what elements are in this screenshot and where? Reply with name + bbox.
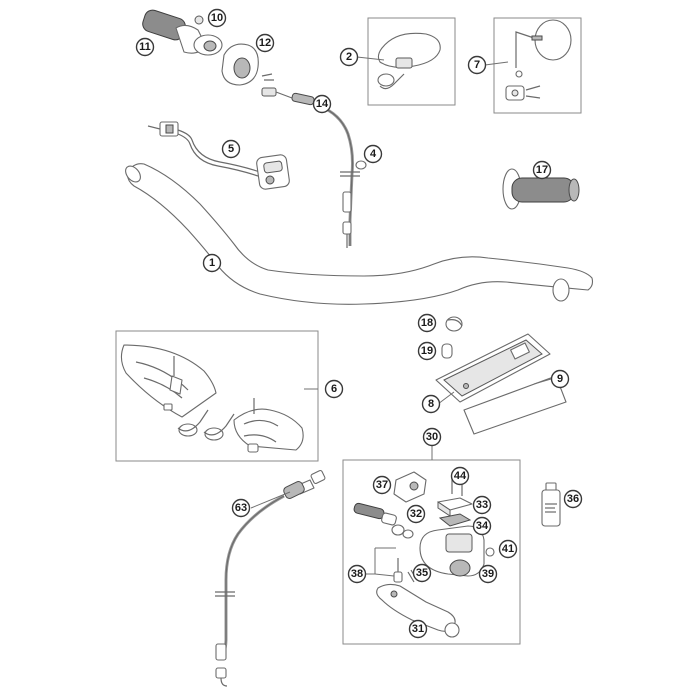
callout-35: 35 bbox=[412, 563, 432, 583]
handlebar-pad-part bbox=[435, 333, 551, 403]
callout-33: 33 bbox=[472, 495, 492, 515]
svg-text:14: 14 bbox=[316, 98, 329, 110]
svg-text:1: 1 bbox=[209, 257, 215, 269]
svg-text:32: 32 bbox=[410, 508, 422, 520]
callout-1: 1 bbox=[202, 253, 222, 273]
callout-8: 8 bbox=[421, 394, 441, 414]
callout-63: 63 bbox=[231, 498, 251, 518]
callout-44: 44 bbox=[450, 466, 470, 486]
callout-2: 2 bbox=[339, 47, 359, 67]
callout-4: 4 bbox=[363, 144, 383, 164]
callout-9: 9 bbox=[550, 369, 570, 389]
svg-text:35: 35 bbox=[416, 567, 428, 579]
callout-34: 34 bbox=[472, 516, 492, 536]
svg-text:44: 44 bbox=[454, 470, 467, 482]
svg-text:31: 31 bbox=[412, 623, 424, 635]
part-30-box bbox=[342, 459, 521, 645]
svg-text:9: 9 bbox=[557, 373, 563, 385]
svg-text:12: 12 bbox=[259, 37, 271, 49]
svg-text:17: 17 bbox=[536, 164, 548, 176]
callout-5: 5 bbox=[221, 139, 241, 159]
svg-text:30: 30 bbox=[426, 431, 438, 443]
brake-fluid-bottle-part bbox=[541, 482, 561, 527]
svg-text:11: 11 bbox=[139, 41, 151, 53]
cable-cap-part bbox=[355, 160, 367, 170]
tie-strap-part bbox=[445, 316, 463, 332]
part-2-box bbox=[367, 17, 456, 106]
throttle-cable-part bbox=[261, 87, 360, 248]
callout-36: 36 bbox=[563, 489, 583, 509]
clutch-cable-part bbox=[215, 470, 326, 687]
svg-text:5: 5 bbox=[228, 143, 234, 155]
svg-text:2: 2 bbox=[346, 51, 352, 63]
callout-7: 7 bbox=[467, 55, 487, 75]
svg-text:7: 7 bbox=[474, 59, 480, 71]
callout-19: 19 bbox=[417, 341, 437, 361]
svg-text:8: 8 bbox=[428, 398, 434, 410]
callout-11: 11 bbox=[135, 37, 155, 57]
svg-text:36: 36 bbox=[567, 493, 579, 505]
svg-text:39: 39 bbox=[482, 568, 494, 580]
svg-text:41: 41 bbox=[502, 543, 514, 555]
part-6-box bbox=[115, 330, 319, 462]
callout-39: 39 bbox=[478, 564, 498, 584]
callout-14: 14 bbox=[312, 94, 332, 114]
svg-text:6: 6 bbox=[331, 383, 337, 395]
svg-text:33: 33 bbox=[476, 499, 488, 511]
svg-text:37: 37 bbox=[376, 479, 388, 491]
callout-41: 41 bbox=[498, 539, 518, 559]
part-7-box bbox=[493, 17, 582, 114]
svg-text:4: 4 bbox=[370, 148, 377, 160]
callout-30: 30 bbox=[422, 427, 442, 447]
svg-text:38: 38 bbox=[351, 568, 363, 580]
callout-12: 12 bbox=[255, 33, 275, 53]
callout-6: 6 bbox=[324, 379, 344, 399]
svg-text:34: 34 bbox=[476, 520, 489, 532]
callout-31: 31 bbox=[408, 619, 428, 639]
callout-18: 18 bbox=[417, 313, 437, 333]
svg-text:19: 19 bbox=[421, 345, 433, 357]
svg-text:10: 10 bbox=[211, 12, 223, 24]
callout-17: 17 bbox=[532, 160, 552, 180]
callout-32: 32 bbox=[406, 504, 426, 524]
callout-37: 37 bbox=[372, 475, 392, 495]
kill-switch-part bbox=[147, 121, 290, 190]
throttle-housing-part bbox=[221, 43, 274, 86]
left-grip-part bbox=[502, 168, 580, 210]
throttle-grip-part bbox=[142, 9, 223, 56]
svg-text:18: 18 bbox=[421, 317, 433, 329]
svg-text:63: 63 bbox=[235, 502, 247, 514]
decal-part bbox=[463, 375, 567, 435]
callout-10: 10 bbox=[207, 8, 227, 28]
cap-sleeve-part bbox=[441, 343, 453, 359]
callout-38: 38 bbox=[347, 564, 367, 584]
